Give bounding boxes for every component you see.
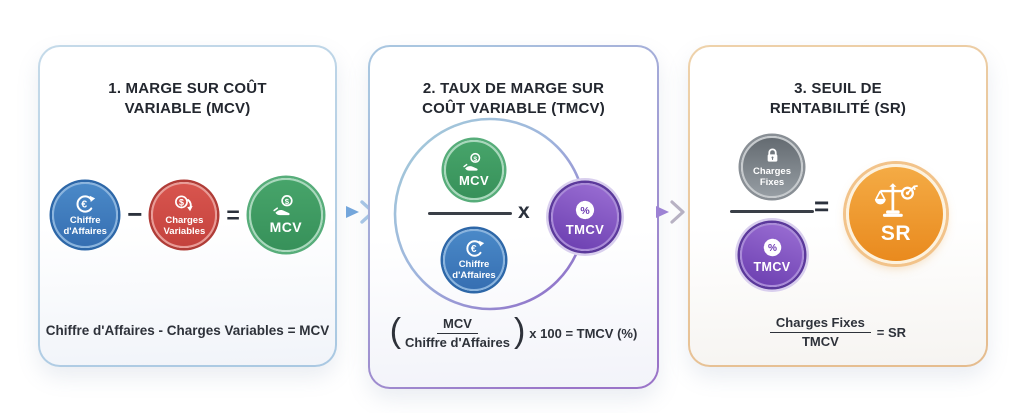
coin-charges-fixes: Charges Fixes [741, 136, 803, 198]
equals-operator: = [814, 191, 830, 221]
formula-numerator: MCV [437, 316, 478, 334]
formula-numerator: Charges Fixes [769, 315, 871, 333]
formula-fraction: MCV Chiffre d'Affaires [405, 316, 510, 352]
coin-label: SR [880, 222, 912, 246]
formula-denominator: TMCV [801, 333, 839, 349]
formula-sr: Charges Fixes TMCV = SR [690, 315, 986, 351]
panel-title: 2. TAUX DE MARGE SUR COÛT VARIABLE (TMCV… [422, 80, 605, 118]
euro-cycle-icon: € [464, 238, 485, 259]
open-paren: ( [389, 312, 402, 351]
panel-taux-marge-cout-variable: 2. TAUX DE MARGE SUR COÛT VARIABLE (TMCV… [368, 45, 659, 389]
percent-badge-icon: % [760, 235, 785, 260]
lock-icon [762, 145, 783, 166]
dollar-down-icon: $ [173, 193, 195, 215]
formula-denominator: Chiffre d'Affaires [405, 334, 510, 350]
coin-chiffre-affaires: € Chiffre d'Affaires [443, 229, 505, 291]
equation-row: € Chiffre d'Affaires − $ Charges Variabl… [40, 177, 335, 253]
coin-label: Chiffre d'Affaires [63, 214, 107, 237]
coin-charges-variables: $ Charges Variables [151, 182, 218, 248]
coin-tmcv: % TMCV [740, 223, 804, 287]
coin-sr: SR [846, 164, 946, 264]
euro-cycle-icon: € [74, 193, 96, 215]
svg-text:%: % [768, 243, 777, 254]
svg-text:$: $ [285, 197, 290, 206]
scale-target-icon [873, 181, 919, 221]
coin-label: TMCV [565, 221, 605, 237]
hand-coin-icon: $ [462, 152, 486, 174]
fraction-line [428, 212, 512, 215]
panel-title: 3. SEUIL DE RENTABILITÉ (SR) [769, 80, 907, 118]
svg-text:€: € [470, 244, 476, 255]
formula-tmcv: ( MCV Chiffre d'Affaires ) x 100 = TMCV … [370, 312, 657, 352]
coin-mcv: $ MCV [248, 178, 323, 252]
multiply-operator: x [518, 200, 530, 223]
coin-mcv: $ MCV [444, 140, 504, 200]
svg-text:$: $ [179, 197, 184, 207]
panel-marge-cout-variable: 1. MARGE SUR COÛT VARIABLE (MCV) € Chiff… [38, 45, 337, 367]
panel-title: 1. MARGE SUR COÛT VARIABLE (MCV) [108, 80, 267, 118]
close-paren: ) [513, 312, 526, 351]
fraction-line [730, 210, 814, 213]
formula-suffix: = SR [876, 324, 907, 340]
svg-text:€: € [81, 198, 87, 210]
coin-tmcv: % TMCV [551, 183, 619, 251]
formula-fraction: Charges Fixes TMCV [769, 315, 871, 351]
coin-chiffre-affaires: € Chiffre d'Affaires [52, 182, 119, 248]
coin-label: Chiffre d'Affaires [452, 259, 496, 281]
coin-label: Charges Variables [163, 214, 206, 237]
svg-text:$: $ [473, 155, 477, 162]
arrow-right-icon [654, 197, 694, 227]
percent-badge-icon: % [572, 197, 598, 223]
minus-operator: − [127, 198, 143, 229]
formula-mcv: Chiffre d'Affaires - Charges Variables =… [45, 323, 330, 338]
svg-text:%: % [580, 204, 590, 216]
coin-label: MCV [458, 172, 490, 188]
panel-seuil-rentabilite: 3. SEUIL DE RENTABILITÉ (SR) Charges Fix… [688, 45, 988, 367]
coin-label: TMCV [753, 260, 791, 275]
hand-coin-icon: $ [272, 194, 299, 219]
formula-suffix: x 100 = TMCV (%) [529, 325, 638, 341]
equals-operator: = [226, 201, 240, 228]
coin-label: Charges Fixes [752, 166, 791, 188]
coin-label: MCV [269, 219, 302, 236]
